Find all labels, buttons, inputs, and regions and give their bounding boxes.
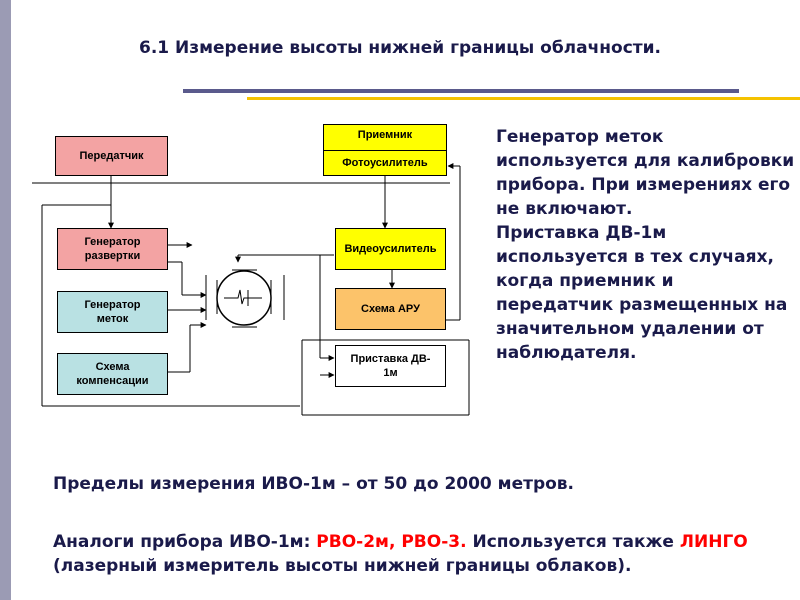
- mark-generator-note: Генератор меток используется для калибро…: [496, 127, 795, 219]
- photo-amp-label: Фотоусилитель: [342, 156, 428, 169]
- lingo-name: ЛИНГО: [679, 532, 748, 552]
- receiver-label: Приемник: [324, 125, 446, 151]
- receiver-block: Приемник Фотоусилитель: [323, 124, 447, 176]
- crt-screen: [216, 270, 272, 326]
- attachment-note: Приставка ДВ-1м используется в тех случа…: [496, 223, 788, 363]
- analog-models: РВО-2м, РВО-3.: [316, 532, 467, 552]
- measurement-range: Пределы измерения ИВО-1м – от 50 до 2000…: [53, 474, 575, 494]
- video-amp-block: Видеоусилитель: [335, 228, 446, 270]
- slide-title: 6.1 Измерение высоты нижней границы обла…: [138, 38, 662, 58]
- analogs-paragraph: Аналоги прибора ИВО-1м: РВО-2м, РВО-3. И…: [53, 532, 748, 576]
- left-accent-bar: [0, 0, 11, 600]
- title-rule-gold: [247, 97, 800, 100]
- attachment-block: Приставка ДВ-1м: [335, 345, 446, 387]
- agc-block: Схема АРУ: [335, 288, 446, 330]
- title-rule-dark: [183, 89, 739, 93]
- transmitter-block: Передатчик: [55, 136, 168, 176]
- side-description: Генератор меток используется для калибро…: [496, 125, 796, 365]
